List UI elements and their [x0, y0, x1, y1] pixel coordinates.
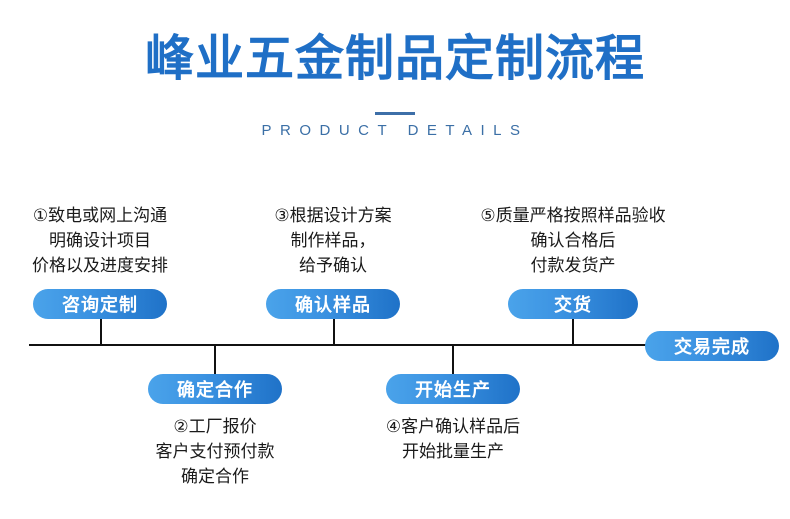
step-1-button[interactable]: 咨询定制 — [33, 289, 167, 319]
step-3-description: ③根据设计方案 制作样品， 给予确认 — [243, 203, 423, 278]
connector-step-5 — [572, 318, 574, 345]
step-5-line-2: 确认合格后 — [530, 231, 616, 250]
connector-step-3 — [333, 318, 335, 345]
page-subtitle: PRODUCT DETAILS — [261, 122, 529, 139]
step-4-button[interactable]: 开始生产 — [386, 374, 520, 404]
step-3-line-3: 给予确认 — [299, 256, 367, 275]
step-5-description: ⑤质量严格按照样品验收 确认合格后 付款发货产 — [463, 203, 683, 278]
connector-step-1 — [100, 318, 102, 345]
page-title: 峰业五金制品定制流程 — [144, 32, 645, 86]
step-5-button[interactable]: 交货 — [508, 289, 638, 319]
final-button[interactable]: 交易完成 — [645, 331, 779, 361]
step-2-button[interactable]: 确定合作 — [148, 374, 282, 404]
title-divider — [375, 112, 415, 115]
step-2-line-3: 确定合作 — [181, 467, 249, 486]
step-1-line-3: 价格以及进度安排 — [32, 256, 168, 275]
step-3-line-1: ③根据设计方案 — [274, 206, 392, 225]
connector-step-2 — [214, 345, 216, 374]
step-5-line-1: ⑤质量严格按照样品验收 — [480, 206, 666, 225]
step-3-line-2: 制作样品， — [290, 231, 376, 250]
step-2-line-2: 客户支付预付款 — [155, 442, 275, 461]
step-1-description: ①致电或网上沟通 明确设计项目 价格以及进度安排 — [0, 203, 200, 278]
connector-step-4 — [452, 345, 454, 374]
step-4-line-1: ④客户确认样品后 — [385, 417, 521, 436]
step-5-line-3: 付款发货产 — [530, 256, 616, 275]
timeline-axis — [29, 344, 654, 346]
step-4-line-2: 开始批量生产 — [402, 442, 504, 461]
step-4-description: ④客户确认样品后 开始批量生产 — [353, 414, 553, 464]
step-3-button[interactable]: 确认样品 — [266, 289, 400, 319]
step-1-line-1: ①致电或网上沟通 — [32, 206, 168, 225]
step-2-line-1: ②工厂报价 — [173, 417, 257, 436]
step-2-description: ②工厂报价 客户支付预付款 确定合作 — [115, 414, 315, 489]
step-1-line-2: 明确设计项目 — [49, 231, 151, 250]
